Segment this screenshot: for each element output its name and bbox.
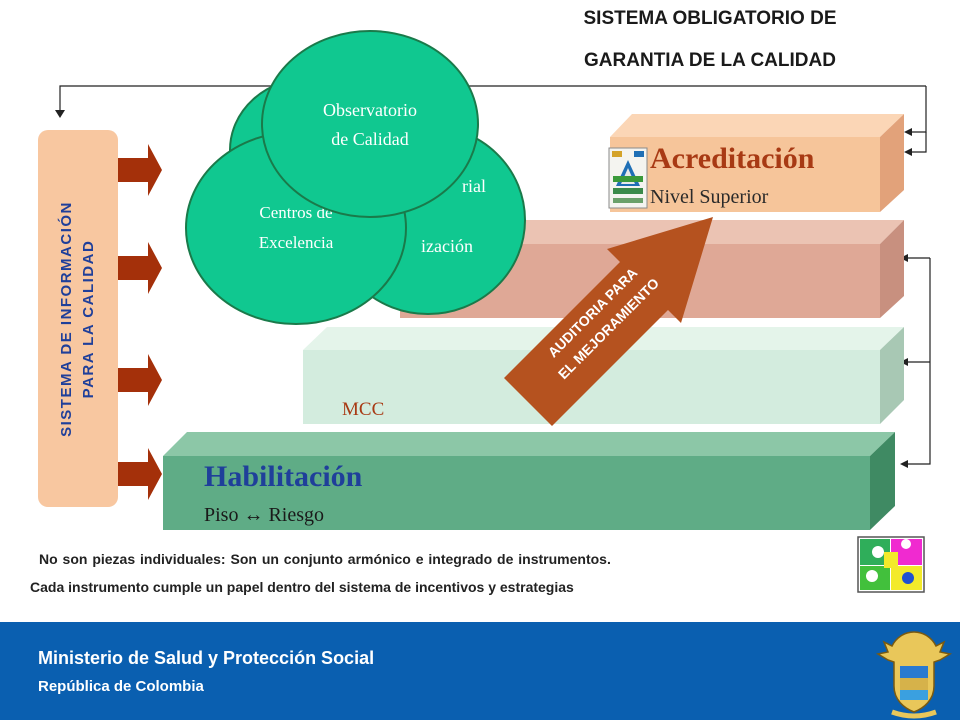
coat-of-arms-icon	[875, 631, 953, 719]
habilitacion-title: Habilitación	[204, 460, 363, 493]
level-habilitacion-block	[163, 432, 895, 530]
accreditation-logo-icon	[608, 147, 648, 209]
mcc-label: MCC	[342, 399, 385, 420]
note-line1: No son piezas individuales: Son un conju…	[39, 551, 611, 567]
information-system-line2: PARA LA CALIDAD	[80, 239, 97, 398]
circle-observatorio-line1: Observatorio	[323, 100, 417, 120]
information-system-label: SISTEMA DE INFORMACIÓN PARA LA CALIDAD	[56, 201, 100, 437]
page-title-line1: SISTEMA OBLIGATORIO DE	[583, 8, 837, 29]
circle-observatorio-calidad: Observatorio de Calidad	[261, 30, 479, 218]
information-system-line1: SISTEMA DE INFORMACIÓN	[58, 200, 75, 437]
footer-bar	[0, 622, 960, 720]
page-title-line2: GARANTIA DE LA CALIDAD	[584, 50, 836, 71]
side-arrow-2	[102, 242, 162, 294]
diagram-canvas: AUDITORIA PARA EL MEJORAMIENTO rial izac…	[55, 30, 931, 593]
note-line2: Cada instrumento cumple un papel dentro …	[30, 579, 574, 595]
footer-ministry: Ministerio de Salud y Protección Social	[38, 648, 375, 668]
circle-centros-line2: Excelencia	[259, 233, 334, 252]
side-arrow-4	[102, 448, 162, 500]
acreditacion-subtitle: Nivel Superior	[650, 186, 769, 208]
information-system-sidebar: SISTEMA DE INFORMACIÓN PARA LA CALIDAD	[38, 130, 118, 507]
circle-observatorio-line2: de Calidad	[331, 129, 408, 149]
circle-centros-line1: Centros de	[259, 203, 332, 222]
footer-country: República de Colombia	[38, 678, 204, 695]
acreditacion-title: Acreditación	[650, 142, 815, 175]
circle-back-right-line1: rial	[462, 176, 486, 196]
level-acreditacion-block	[610, 114, 904, 212]
side-arrow-3	[102, 354, 162, 406]
circle-back-right-line2: ización	[421, 236, 473, 256]
habilitacion-subtitle: Piso ↔ Riesgo	[204, 504, 325, 526]
audit-improvement-arrow: AUDITORIA PARA EL MEJORAMIENTO	[504, 217, 713, 426]
puzzle-icon	[857, 536, 925, 593]
side-arrow-1	[102, 144, 162, 196]
